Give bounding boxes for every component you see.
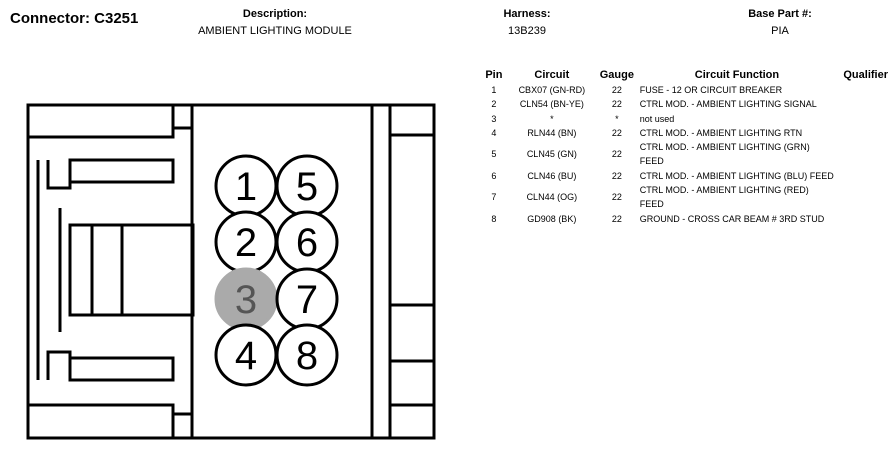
cell-gauge: 22 [611, 85, 622, 95]
connector-title: Connector: C3251 [10, 10, 139, 27]
pin-number-label: 5 [296, 165, 318, 209]
description-value: AMBIENT LIGHTING MODULE [198, 25, 352, 37]
cell-gauge: 22 [611, 149, 622, 160]
column-header-qualifier: Qualifier [843, 69, 888, 81]
table-row: 2 CLN54 (BN-YE) 22 CTRL MOD. - AMBIENT L… [480, 97, 890, 111]
lower-lock-tab [46, 350, 175, 382]
pinout-table: Pin Circuit Gauge Circuit Function Quali… [480, 68, 890, 226]
cell-circuit: CLN45 (GN) [526, 149, 577, 160]
cell-pin: 6 [491, 170, 497, 181]
cell-circuit: GD908 (BK) [527, 213, 577, 224]
cell-pin: 4 [491, 127, 497, 138]
pinout-header-row: Pin Circuit Gauge Circuit Function Quali… [480, 68, 890, 83]
cell-circuit: CBX07 (GN-RD) [518, 85, 586, 95]
cell-pin: 1 [491, 85, 497, 95]
base-part-label: Base Part #: [748, 8, 812, 20]
table-row: 5 CLN45 (GN) 22 CTRL MOD. - AMBIENT LIGH… [480, 140, 890, 169]
cell-circuit: CLN54 (BN-YE) [519, 99, 584, 110]
cell-pin: 3 [491, 113, 497, 124]
column-header-circuit: Circuit [534, 69, 570, 81]
cell-pin: 2 [491, 99, 497, 110]
cell-gauge: 22 [611, 170, 622, 181]
right-guide-bottom [388, 403, 436, 440]
cell-gauge: 22 [611, 99, 622, 110]
cell-function: GROUND - CROSS CAR BEAM # 3RD STUD [639, 213, 825, 224]
table-row: 7 CLN44 (OG) 22 CTRL MOD. - AMBIENT LIGH… [480, 183, 890, 212]
cell-function: CTRL MOD. - AMBIENT LIGHTING (RED) FEED [639, 185, 809, 210]
table-row: 4 RLN44 (BN) 22 CTRL MOD. - AMBIENT LIGH… [480, 126, 890, 140]
cell-pin: 8 [491, 213, 497, 224]
cell-function: CTRL MOD. - AMBIENT LIGHTING (GRN) FEED [639, 142, 810, 167]
pin-layer: 1 2 3 4 5 6 7 8 [214, 154, 339, 387]
cell-pin: 5 [491, 149, 497, 160]
table-row: 8 GD908 (BK) 22 GROUND - CROSS CAR BEAM … [480, 212, 890, 226]
column-header-pin: Pin [485, 69, 503, 81]
description-label: Description: [242, 8, 308, 20]
cell-gauge: 22 [611, 192, 622, 203]
center-slide [68, 223, 195, 317]
harness-label: Harness: [503, 8, 551, 20]
latch-top-step [28, 105, 175, 139]
cell-function: not used [639, 113, 675, 124]
cell-pin: 7 [491, 192, 497, 203]
harness-value: 13B239 [508, 25, 546, 37]
cell-circuit: CLN46 (BU) [527, 170, 577, 181]
upper-lock-tab [46, 158, 175, 190]
connector-housing [26, 103, 436, 440]
pin-number-label: 7 [296, 278, 318, 322]
pin-cavity-block [190, 103, 374, 440]
right-guide-top [388, 103, 436, 137]
cell-function: CTRL MOD. - AMBIENT LIGHTING RTN [639, 127, 803, 138]
base-part-value: PIA [771, 25, 789, 37]
pin-number-label: 4 [235, 334, 257, 378]
cell-function: CTRL MOD. - AMBIENT LIGHTING SIGNAL [639, 99, 817, 110]
table-row: 6 CLN46 (BU) 22 CTRL MOD. - AMBIENT LIGH… [480, 169, 890, 183]
table-row: 1 CBX07 (GN-RD) 22 FUSE - 12 OR CIRCUIT … [480, 83, 890, 97]
cell-gauge: 22 [611, 127, 622, 138]
cell-gauge: 22 [611, 213, 622, 224]
pin-number-label: 2 [235, 221, 257, 265]
pin-number-label: 3 [235, 278, 257, 322]
cell-function: CTRL MOD. - AMBIENT LIGHTING (BLU) FEED [639, 170, 834, 181]
latch-bottom-step [28, 403, 175, 438]
pin-number-label: 6 [296, 221, 318, 265]
pin-number-label: 1 [235, 165, 257, 209]
table-row: 3 * * not used [480, 112, 890, 126]
column-header-function: Circuit Function [694, 69, 780, 81]
cell-function: FUSE - 12 OR CIRCUIT BREAKER [639, 85, 783, 95]
pin-number-label: 8 [296, 334, 318, 378]
pin-cavity-8 [275, 323, 339, 387]
right-guide-middle [388, 303, 436, 363]
column-header-gauge: Gauge [599, 69, 634, 81]
cell-circuit: CLN44 (OG) [526, 192, 578, 203]
cell-circuit: RLN44 (BN) [527, 127, 577, 138]
cell-gauge: * [615, 113, 619, 124]
cell-circuit: * [550, 113, 554, 124]
